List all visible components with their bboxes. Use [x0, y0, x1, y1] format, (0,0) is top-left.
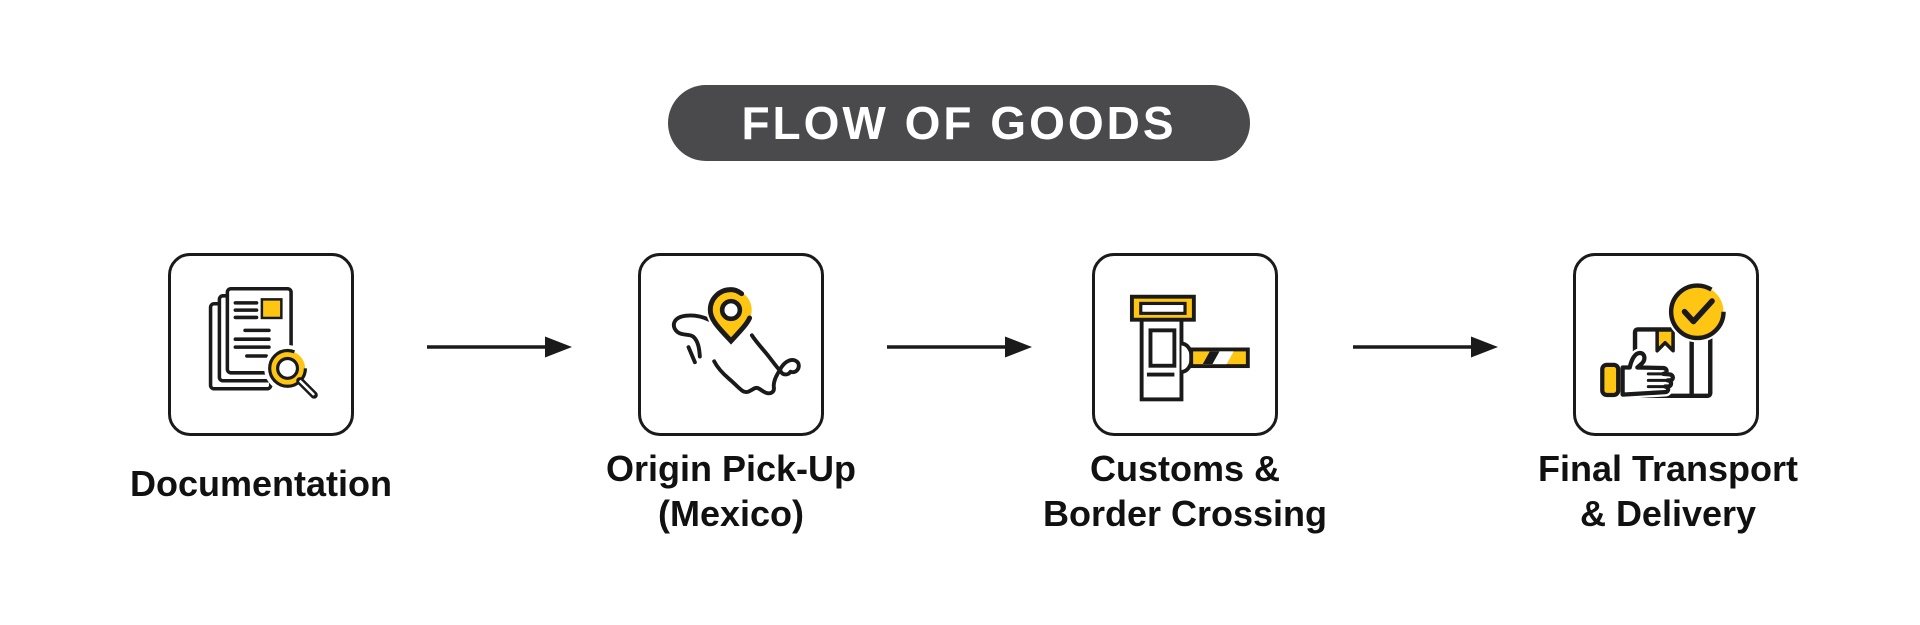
step-card-final-delivery — [1573, 253, 1759, 436]
arrow-right-icon — [427, 336, 572, 358]
step-label-line: (Mexico) — [657, 493, 805, 534]
step-label-final-delivery: Final Transport & Delivery — [1448, 446, 1888, 536]
step-label-line: Documentation — [129, 463, 392, 504]
arrow-right-icon — [887, 336, 1032, 358]
page-title: FLOW OF GOODS — [741, 97, 1177, 149]
step-label-documentation: Documentation — [41, 461, 481, 506]
step-label-line: Customs & — [1089, 448, 1281, 489]
arrow-right-icon — [1353, 336, 1498, 358]
package-delivered-check-icon — [1600, 281, 1728, 400]
step-card-origin-pickup — [638, 253, 824, 436]
step-label-customs-border: Customs & Border Crossing — [965, 446, 1405, 536]
step-label-line: Final Transport — [1537, 448, 1799, 489]
step-label-line: & Delivery — [1579, 493, 1757, 534]
customs-barrier-gate-icon — [1129, 294, 1250, 402]
mexico-map-location-pin-icon — [671, 285, 801, 396]
title-banner: FLOW OF GOODS — [668, 85, 1250, 161]
step-card-documentation — [168, 253, 354, 436]
step-card-customs-border — [1092, 253, 1278, 436]
document-search-icon — [208, 286, 323, 404]
step-label-line: Origin Pick-Up — [605, 448, 857, 489]
step-label-line: Border Crossing — [1042, 493, 1328, 534]
step-label-origin-pickup: Origin Pick-Up (Mexico) — [511, 446, 951, 536]
